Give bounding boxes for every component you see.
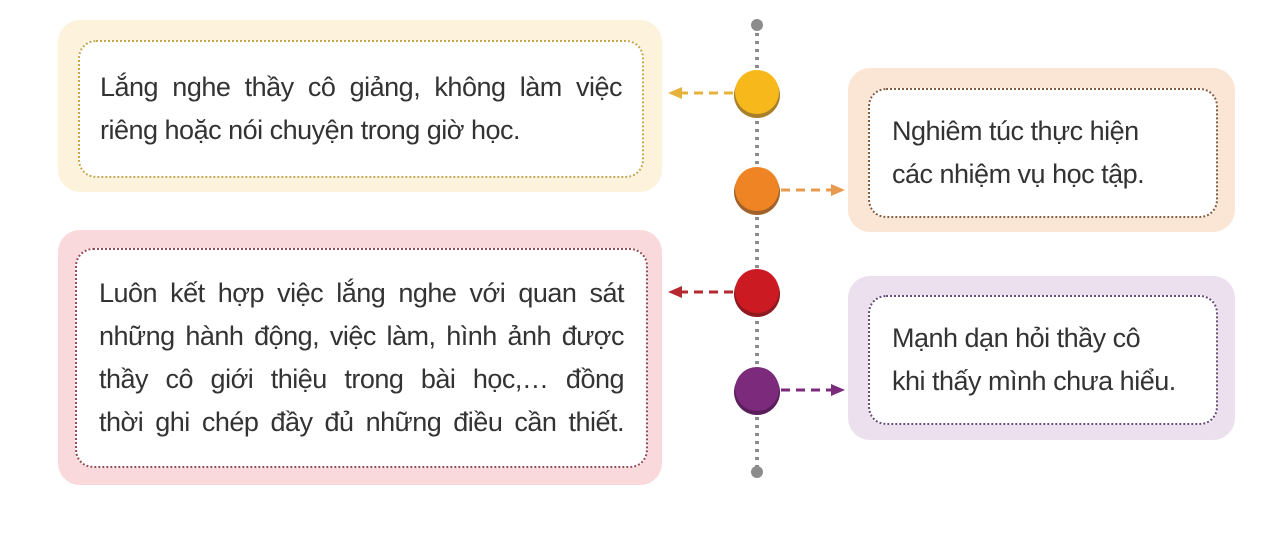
card-2-inner: Nghiêm túc thực hiện các nhiệm vụ học tậ… <box>868 88 1218 218</box>
text-line: khi thấy mình chưa hiểu. <box>892 366 1176 396</box>
text-line: Luôn kết hợp việc lắng nghe với quan sát <box>99 278 625 308</box>
node-purple-face <box>735 367 779 411</box>
card-4: Mạnh dạn hỏi thầy cô khi thấy mình chưa … <box>848 276 1235 440</box>
text-line: thời ghi chép đầy đủ những điều cần thiế… <box>99 407 625 437</box>
card-1-text: Lắng nghe thầy cô giảng, không làm việc … <box>100 66 623 152</box>
card-2-text: Nghiêm túc thực hiện các nhiệm vụ học tậ… <box>892 110 1145 196</box>
text-line: Nghiêm túc thực hiện <box>892 116 1139 146</box>
card-1-inner: Lắng nghe thầy cô giảng, không làm việc … <box>78 40 644 178</box>
node-orange-face <box>735 167 779 211</box>
card-2: Nghiêm túc thực hiện các nhiệm vụ học tậ… <box>848 68 1235 232</box>
text-line: Lắng nghe thầy cô giảng, không làm việc <box>100 72 623 102</box>
timeline-end-dot <box>751 466 763 478</box>
text-line: riêng hoặc nói chuyện trong giờ học. <box>100 115 521 145</box>
arrow-1-head <box>668 87 682 99</box>
text-line: các nhiệm vụ học tập. <box>892 159 1145 189</box>
text-line: Mạnh dạn hỏi thầy cô <box>892 323 1141 353</box>
card-4-inner: Mạnh dạn hỏi thầy cô khi thấy mình chưa … <box>868 295 1218 425</box>
card-3-text: Luôn kết hợp việc lắng nghe với quan sát… <box>99 272 625 444</box>
card-3: Luôn kết hợp việc lắng nghe với quan sát… <box>58 230 662 485</box>
arrow-2-head <box>831 184 845 196</box>
card-4-text: Mạnh dạn hỏi thầy cô khi thấy mình chưa … <box>892 317 1176 403</box>
arrow-3-head <box>668 286 682 298</box>
node-yellow-face <box>735 70 779 114</box>
card-3-inner: Luôn kết hợp việc lắng nghe với quan sát… <box>75 248 648 468</box>
text-line: thầy cô giới thiệu trong bài học,… đồng <box>99 364 625 394</box>
card-1: Lắng nghe thầy cô giảng, không làm việc … <box>58 20 662 192</box>
node-red-face <box>735 269 779 313</box>
timeline-start-dot <box>751 19 763 31</box>
text-line: những hành động, việc làm, hình ảnh được <box>99 321 625 351</box>
arrow-4-head <box>831 384 845 396</box>
